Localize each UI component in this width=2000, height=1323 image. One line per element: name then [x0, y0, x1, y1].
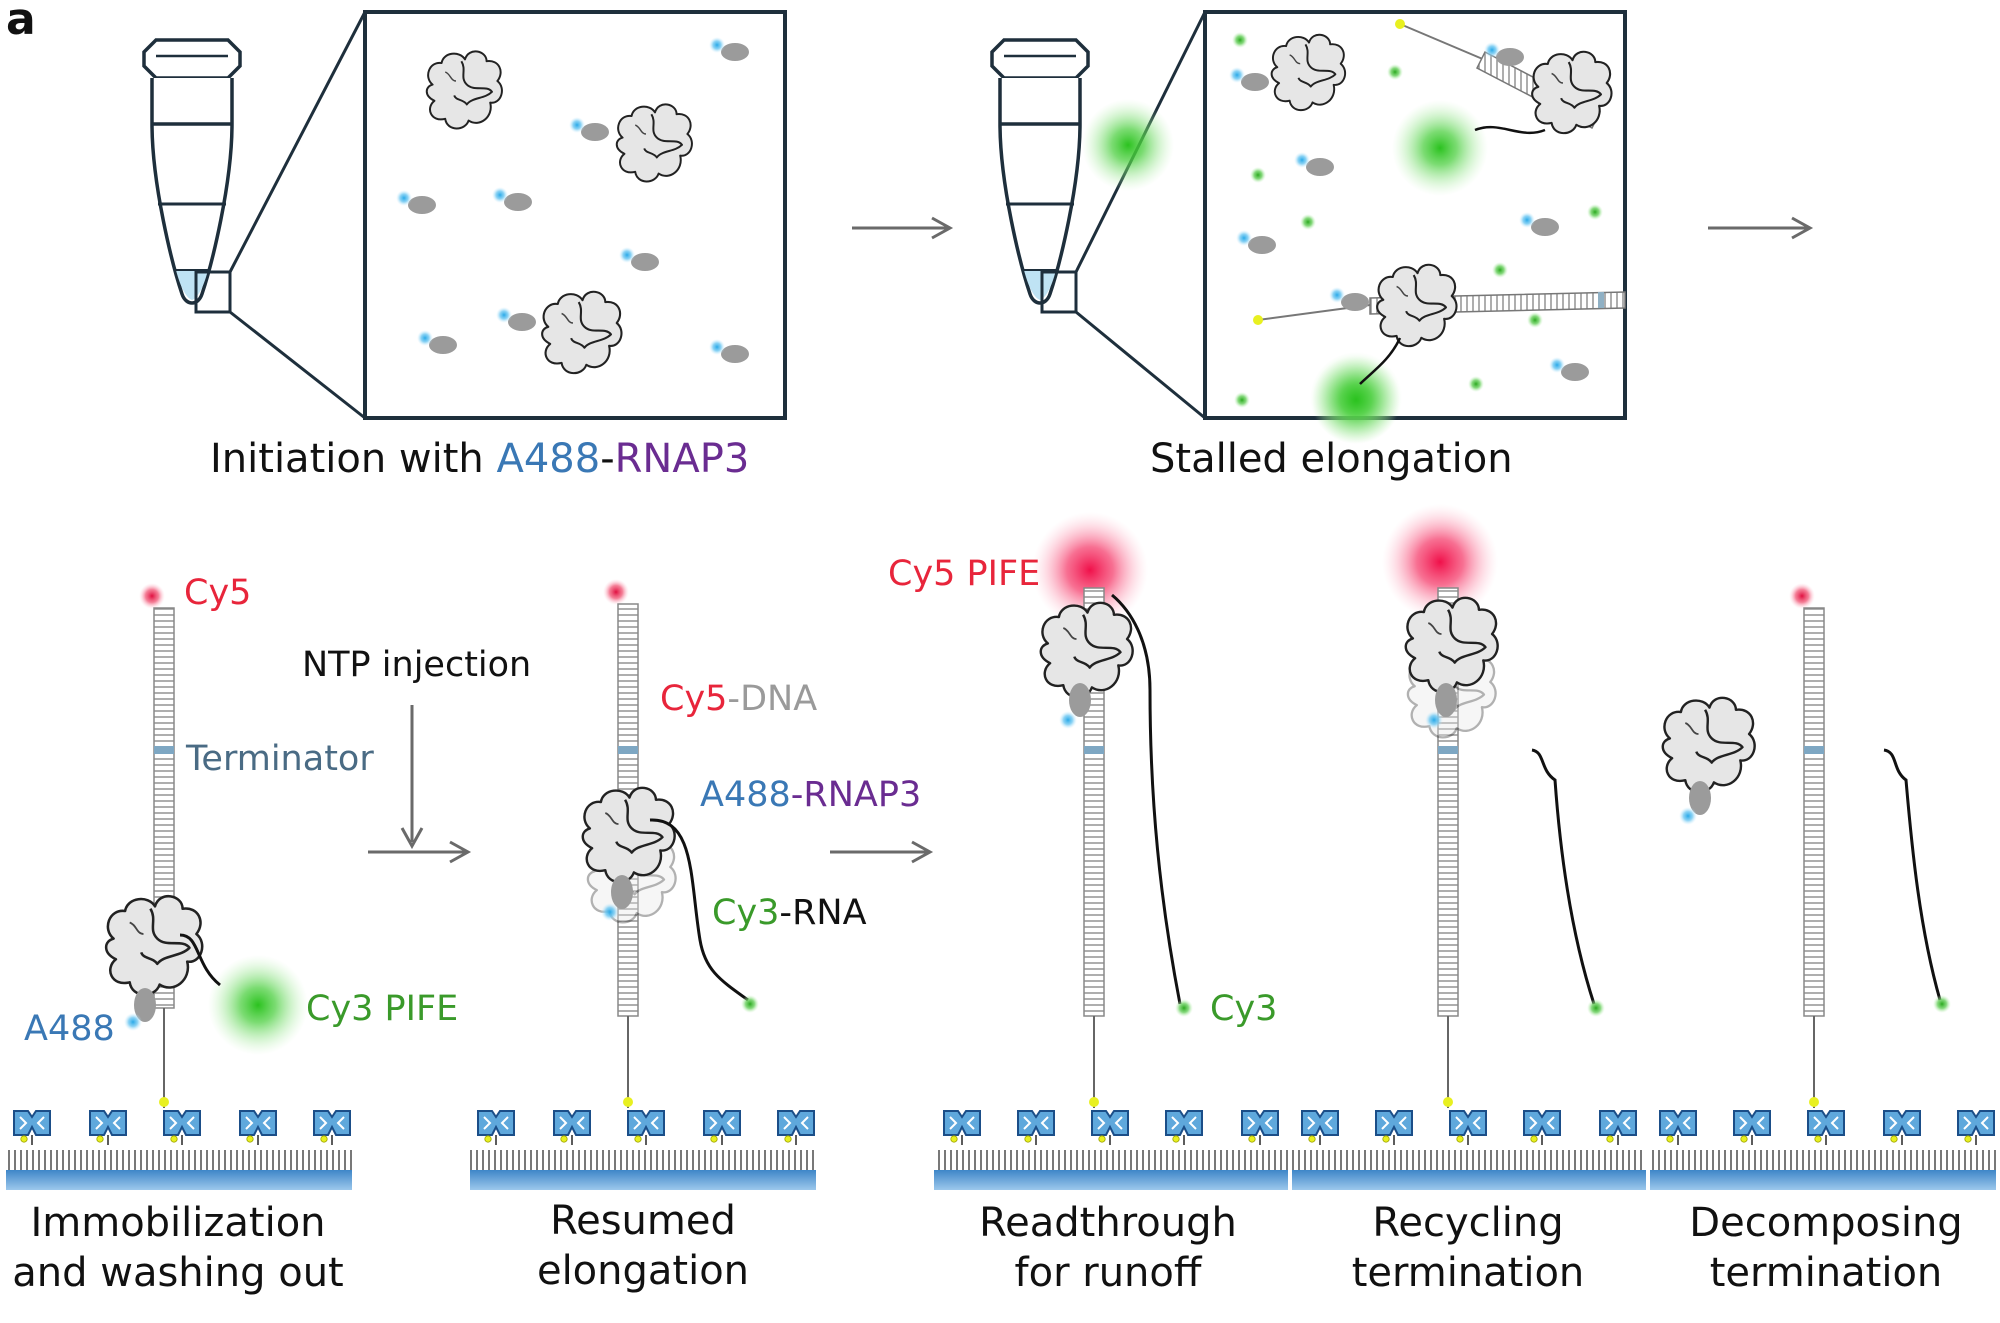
initiation-caption: Initiation with A488-RNAP3 [210, 436, 749, 482]
cy3-pife-glow [1312, 356, 1400, 444]
panel-letter: a [6, 0, 36, 45]
tube-icon [142, 11, 367, 420]
svg-text:Decomposing: Decomposing [1689, 1200, 1962, 1246]
svg-text:for runoff: for runoff [1015, 1250, 1203, 1296]
cy3-pife-label: Cy3 PIFE [306, 989, 458, 1029]
streptavidin-icon [13, 1110, 1995, 1146]
cy5-dna-label: Cy5-DNA [660, 679, 817, 719]
surface [6, 1150, 1996, 1190]
cy5-pife-glow [1032, 512, 1148, 628]
svg-text:Recycling: Recycling [1372, 1200, 1563, 1246]
terminator-label: Terminator [185, 739, 374, 779]
svg-text:Resumed: Resumed [550, 1198, 736, 1244]
svg-text:elongation: elongation [537, 1248, 749, 1294]
arrow-right-icon [852, 216, 954, 240]
svg-text:termination: termination [1352, 1250, 1585, 1296]
svg-text:Readthrough: Readthrough [979, 1200, 1237, 1246]
rnap3-protein [1661, 696, 1756, 794]
stalled-caption: Stalled elongation [1150, 436, 1513, 482]
dna-strand [1789, 583, 1825, 1108]
svg-text:termination: termination [1710, 1250, 1943, 1296]
stage-caption: Immobilization and washing out Resumed e… [12, 1198, 1962, 1296]
svg-text:and washing out: and washing out [12, 1250, 343, 1296]
dna-strand [139, 583, 175, 1108]
arrow-right-icon [830, 840, 934, 864]
arrow-right-icon [1708, 216, 1814, 240]
cy5-label: Cy5 [184, 573, 251, 613]
cy5-pife-glow [1382, 504, 1498, 620]
cy3-label: Cy3 [1210, 989, 1277, 1029]
cy3-pife-glow [208, 955, 308, 1055]
rnap3-protein [1039, 601, 1134, 699]
cy5-pife-label: Cy5 PIFE [888, 554, 1040, 594]
tube-icon [990, 11, 1207, 420]
rnap3-protein [104, 894, 204, 996]
svg-text:Immobilization: Immobilization [30, 1200, 325, 1246]
arrow-down-icon [400, 705, 424, 850]
cy3-rna-label: Cy3-RNA [712, 893, 867, 933]
arrow-right-icon [368, 840, 472, 864]
a488-label: A488 [24, 1009, 115, 1049]
a488-rnap3-label: A488-RNAP3 [700, 775, 921, 815]
cy3-pife-glow [1392, 100, 1488, 196]
ntp-injection-label: NTP injection [302, 645, 531, 685]
